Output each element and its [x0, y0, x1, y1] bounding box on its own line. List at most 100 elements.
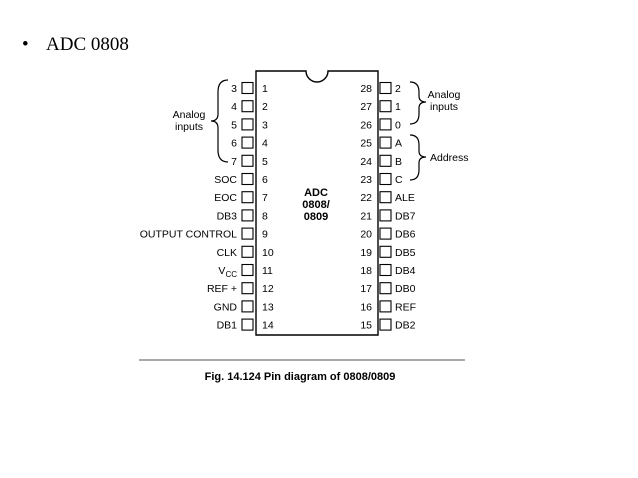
pin-box-left-13 — [241, 300, 254, 313]
heading-text: ADC 0808 — [46, 34, 129, 55]
pin-label-8: DB3 — [217, 210, 238, 222]
pin-label-16: REF — [395, 301, 416, 313]
pin-label-20: DB6 — [395, 229, 416, 241]
pin-number-21: 21 — [360, 210, 372, 222]
pin-label-23: C — [395, 174, 403, 186]
right-analog-brace — [409, 81, 427, 125]
pin-label-28: 2 — [395, 83, 401, 95]
left-analog-label-2: inputs — [175, 121, 203, 133]
pin-box-left-5 — [241, 154, 254, 167]
right-analog-label-1: Analog — [428, 89, 461, 101]
address-label: Address — [430, 152, 469, 164]
pin-label-17: DB0 — [395, 283, 416, 295]
pin-number-6: 6 — [262, 174, 268, 186]
pin-number-4: 4 — [262, 138, 268, 150]
pin-number-20: 20 — [360, 229, 372, 241]
pin-number-24: 24 — [360, 156, 372, 168]
chip-name-line-2: 0808/ — [302, 199, 330, 211]
pin-box-right-19 — [379, 245, 392, 258]
pin-box-right-20 — [379, 227, 392, 240]
chip-name-line-3: 0809 — [304, 211, 328, 223]
pin-box-right-15 — [379, 318, 392, 331]
pin-number-8: 8 — [262, 210, 268, 222]
pin-label-2: 4 — [231, 101, 237, 113]
pin-number-16: 16 — [360, 301, 372, 313]
pin-label-19: DB5 — [395, 247, 416, 259]
pin-box-right-22 — [379, 191, 392, 204]
pin-label-26: 0 — [395, 119, 401, 131]
left-analog-label-1: Analog — [173, 109, 206, 121]
pin-label-3: 5 — [231, 119, 237, 131]
right-analog-label-2: inputs — [430, 101, 458, 113]
pin-number-9: 9 — [262, 229, 268, 241]
pin-label-11: VCC — [218, 265, 237, 279]
pin-number-15: 15 — [360, 320, 372, 332]
pin-box-left-9 — [241, 227, 254, 240]
left-analog-brace — [210, 79, 229, 163]
pin-box-right-28 — [379, 81, 392, 95]
pin-box-right-18 — [379, 263, 392, 277]
pin-box-left-6 — [241, 172, 254, 186]
pin-number-18: 18 — [360, 265, 372, 277]
pin-box-right-24 — [379, 154, 392, 167]
pin-box-right-23 — [379, 172, 392, 186]
pin-number-17: 17 — [360, 283, 372, 295]
pin-box-left-3 — [241, 118, 254, 131]
pin-label-4: 6 — [231, 138, 237, 150]
pin-label-15: DB2 — [395, 320, 416, 332]
pin-number-12: 12 — [262, 283, 274, 295]
pin-number-27: 27 — [360, 101, 372, 113]
pin-label-21: DB7 — [395, 210, 416, 222]
pin-number-23: 23 — [360, 174, 372, 186]
pin-label-22: ALE — [395, 192, 415, 204]
pin-number-26: 26 — [360, 119, 372, 131]
pin-number-28: 28 — [360, 83, 372, 95]
pin-label-13: GND — [214, 301, 238, 313]
pin-box-left-12 — [241, 282, 254, 295]
pin-label-10: CLK — [217, 247, 237, 259]
pin-label-9: OUTPUT CONTROL — [140, 229, 237, 241]
pin-label-18: DB4 — [395, 265, 416, 277]
pin-box-left-7 — [241, 191, 254, 204]
pin-number-10: 10 — [262, 247, 274, 259]
pin-box-left-8 — [241, 209, 254, 222]
figure-caption: Fig. 14.124 Pin diagram of 0808/0809 — [205, 371, 396, 383]
pin-box-right-21 — [379, 209, 392, 222]
pin-box-left-10 — [241, 245, 254, 258]
bullet-marker: • — [22, 34, 29, 55]
chip-body — [255, 70, 379, 336]
pin-number-7: 7 — [262, 192, 268, 204]
pin-box-right-17 — [379, 282, 392, 295]
pin-number-19: 19 — [360, 247, 372, 259]
pin-box-right-25 — [379, 136, 392, 149]
pin-number-14: 14 — [262, 320, 274, 332]
pin-number-13: 13 — [262, 301, 274, 313]
pin-box-right-27 — [379, 100, 392, 113]
pin-number-25: 25 — [360, 138, 372, 150]
slide-heading: • ADC 0808 — [22, 34, 129, 56]
pin-number-3: 3 — [262, 119, 268, 131]
pin-number-11: 11 — [262, 265, 273, 277]
pin-box-left-4 — [241, 136, 254, 149]
pin-number-1: 1 — [262, 83, 268, 95]
pin-number-22: 22 — [360, 192, 372, 204]
pin-label-6: SOC — [214, 174, 237, 186]
pin-label-5: 7 — [231, 156, 237, 168]
pin-box-left-2 — [241, 100, 254, 113]
pin-label-27: 1 — [395, 101, 401, 113]
pin-label-14: DB1 — [217, 320, 238, 332]
pin-label-12: REF + — [207, 283, 237, 295]
pin-box-left-14 — [241, 318, 254, 331]
pin-number-5: 5 — [262, 156, 268, 168]
pin-label-24: B — [395, 156, 402, 168]
pin-label-25: A — [395, 138, 402, 150]
right-pin-group: 28 2 27 1 26 0 25 A 24 B 23 C 22 ALE 21 DB7 20 DB6 19 DB5 18… — [360, 81, 416, 332]
pin-box-right-26 — [379, 118, 392, 131]
pin-label-1: 3 — [231, 83, 237, 95]
pin-box-right-16 — [379, 300, 392, 313]
pin-label-7: EOC — [214, 192, 237, 204]
pin-box-left-11 — [241, 263, 254, 277]
pin-box-left-1 — [241, 81, 254, 95]
